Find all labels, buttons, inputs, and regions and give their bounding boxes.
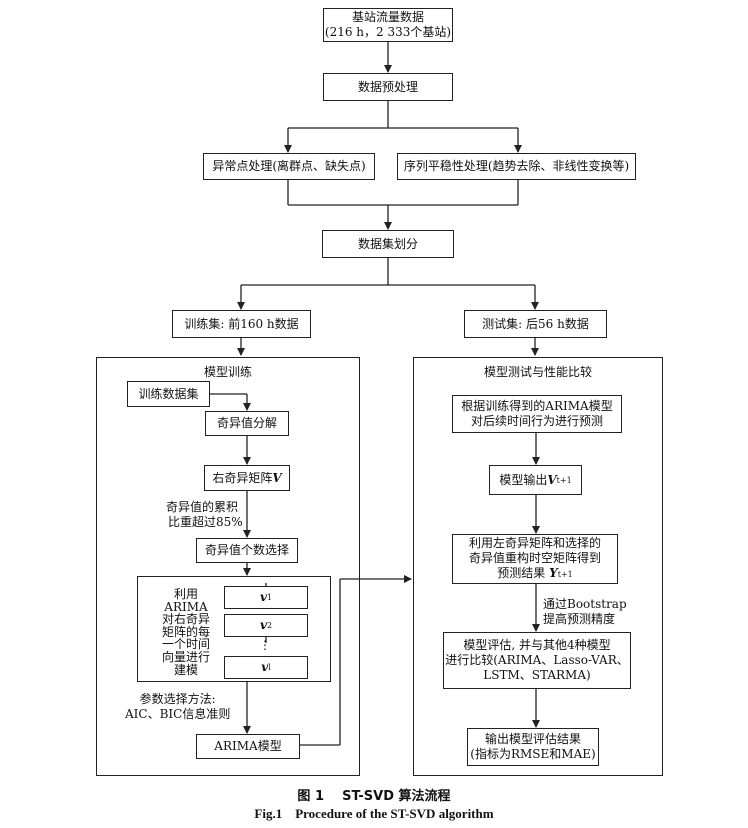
arima-line-2: ARIMA xyxy=(164,599,208,614)
param-line-1: 参数选择方法: xyxy=(139,692,216,706)
vector-l-symbol: v xyxy=(261,660,269,674)
model-output-subscript: t+1 xyxy=(556,475,572,485)
evaluation-box: 模型评估, 并与其他4种模型 进行比较(ARIMA、Lasso-VAR、 LST… xyxy=(443,632,631,689)
right-matrix-symbol: V xyxy=(272,470,282,485)
vector-ellipsis: ⋮ xyxy=(259,638,271,652)
param-method-note: 参数选择方法: AIC、BIC信息准则 xyxy=(125,692,230,722)
preprocess-box: 数据预处理 xyxy=(323,73,453,101)
threshold-line-2: 比重超过85% xyxy=(168,515,243,529)
arima-line-5: 一个时间 xyxy=(161,637,210,652)
model-output-symbol: V xyxy=(547,472,557,487)
predict-line-2: 对后续时间行为进行预测 xyxy=(470,414,603,428)
reconstruct-line-3: 预测结果 Yt+1 xyxy=(497,566,572,582)
training-frame xyxy=(96,357,360,776)
reconstruct-line-1: 利用左奇异矩阵和选择的 xyxy=(468,536,601,550)
bootstrap-line-2: 提高预测精度 xyxy=(543,612,616,626)
vector-1-subscript: 1 xyxy=(266,593,273,602)
result-line-1: 输出模型评估结果 xyxy=(484,732,581,746)
reconstruct-subscript: t+1 xyxy=(557,570,573,579)
train-data-label: 训练数据集 xyxy=(138,386,199,401)
svd-label: 奇异值分解 xyxy=(216,416,277,430)
eval-line-2: 进行比较(ARIMA、Lasso-VAR、 xyxy=(445,653,629,667)
reconstruct-symbol: Y xyxy=(549,566,558,580)
split-box: 数据集划分 xyxy=(322,230,454,258)
param-line-2: AIC、BIC信息准则 xyxy=(125,707,231,721)
train-set-box: 训练集: 前160 h数据 xyxy=(172,310,311,338)
arima-model-label: ARIMA模型 xyxy=(214,739,282,753)
count-select-label: 奇异值个数选择 xyxy=(204,543,289,557)
reconstruct-line-3-text: 预测结果 xyxy=(497,566,546,580)
training-title: 模型训练 xyxy=(203,365,252,379)
arima-line-7: 建模 xyxy=(173,662,198,677)
split-label: 数据集划分 xyxy=(357,236,418,251)
model-output-label: 模型输出 xyxy=(499,472,548,487)
eval-line-1: 模型评估, 并与其他4种模型 xyxy=(463,638,611,652)
arima-vectors-frame xyxy=(137,576,331,682)
predict-box: 根据训练得到的ARIMA模型 对后续时间行为进行预测 xyxy=(452,395,622,433)
figure-caption-cn: 图 1 ST-SVD 算法流程 xyxy=(297,789,451,804)
preprocess-label: 数据预处理 xyxy=(357,79,418,94)
vector-2-symbol: v xyxy=(259,618,267,632)
vector-2-subscript: 2 xyxy=(266,621,273,630)
count-select-box: 奇异值个数选择 xyxy=(196,538,298,563)
predict-line-1: 根据训练得到的ARIMA模型 xyxy=(461,399,613,413)
source-detail: (216 h，2 333个基站) xyxy=(324,25,452,39)
stationarity-label: 序列平稳性处理(趋势去除、非线性变换等) xyxy=(403,159,630,173)
bootstrap-line-1: 通过Bootstrap xyxy=(543,597,627,611)
source-data-box: 基站流量数据 (216 h，2 333个基站) xyxy=(323,8,453,42)
arima-line-3: 对右奇异 xyxy=(161,612,210,627)
right-matrix-label: 右奇异矩阵 xyxy=(212,470,273,485)
testing-title: 模型测试与性能比较 xyxy=(483,365,592,379)
figure-caption-en: Fig.1 Procedure of the ST-SVD algorithm xyxy=(254,806,494,821)
test-set-label: 测试集: 后56 h数据 xyxy=(482,316,589,331)
arima-line-6: 向量进行 xyxy=(161,649,210,664)
arima-line-1: 利用 xyxy=(173,587,198,601)
reconstruct-box: 利用左奇异矩阵和选择的 奇异值重构时空矩阵得到 预测结果 Yt+1 xyxy=(452,534,618,584)
reconstruct-line-2: 奇异值重构时空矩阵得到 xyxy=(468,551,601,565)
svd-box: 奇异值分解 xyxy=(205,411,289,436)
arima-line-4: 矩阵的每 xyxy=(161,624,210,639)
eval-line-3: LSTM、STARMA) xyxy=(483,668,591,682)
anomaly-box: 异常点处理(离群点、缺失点) xyxy=(203,153,375,180)
vector-1-symbol: v xyxy=(259,590,267,604)
threshold-line-1: 奇异值的累积 xyxy=(166,500,239,514)
train-data-box: 训练数据集 xyxy=(127,381,210,407)
train-set-label: 训练集: 前160 h数据 xyxy=(184,316,299,331)
result-box: 输出模型评估结果 (指标为RMSE和MAE) xyxy=(467,728,599,766)
bootstrap-note: 通过Bootstrap 提高预测精度 xyxy=(543,597,627,627)
anomaly-label: 异常点处理(离群点、缺失点) xyxy=(212,159,366,173)
test-set-box: 测试集: 后56 h数据 xyxy=(464,310,607,338)
stationarity-box: 序列平稳性处理(趋势去除、非线性变换等) xyxy=(397,153,636,180)
source-title: 基站流量数据 xyxy=(351,10,424,24)
threshold-note: 奇异值的累积 比重超过85% xyxy=(166,500,243,530)
result-line-2: (指标为RMSE和MAE) xyxy=(470,747,596,761)
testing-frame xyxy=(413,357,663,776)
vector-l-subscript: l xyxy=(268,663,271,672)
arima-description: 利用 ARIMA 对右奇异 矩阵的每 一个时间 向量进行 建模 xyxy=(149,588,223,676)
arima-model-box: ARIMA模型 xyxy=(196,734,300,759)
